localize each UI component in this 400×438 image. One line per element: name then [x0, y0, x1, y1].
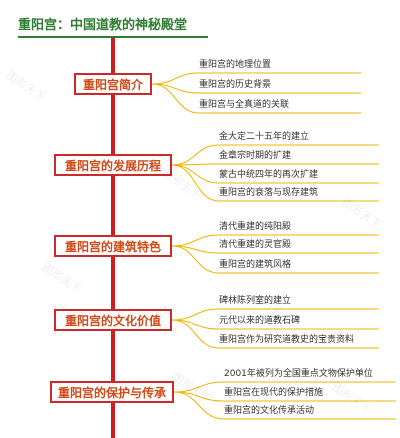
- connector-1-0: [171, 144, 379, 166]
- connector-0-2: [151, 83, 361, 114]
- branch-node-3[interactable]: 重阳宫的文化价值: [54, 309, 172, 331]
- connector-0-0: [151, 72, 361, 85]
- connector-3-2: [171, 319, 379, 349]
- connector-4-2: [173, 391, 396, 420]
- leaf-3-0[interactable]: 碑林陈列室的建立: [219, 296, 292, 306]
- branch-node-0[interactable]: 重阳宫简介: [74, 73, 152, 95]
- branch-node-2[interactable]: 重阳宫的建筑特色: [54, 235, 172, 257]
- leaf-0-1[interactable]: 重阳宫的历史背景: [199, 80, 272, 90]
- leaf-3-1[interactable]: 元代以来的道教石碑: [219, 316, 301, 326]
- leaf-1-1[interactable]: 金章宗时期的扩建: [219, 151, 292, 161]
- leaf-1-0[interactable]: 金大定二十五年的建立: [219, 132, 310, 142]
- branch-node-4[interactable]: 重阳宫的保护与传承: [50, 381, 174, 403]
- leaf-1-2[interactable]: 蒙古中统四年的再次扩建: [219, 170, 319, 180]
- connector-1-1: [171, 163, 379, 166]
- leaf-2-1[interactable]: 清代重建的灵官殿: [219, 240, 292, 250]
- leaf-0-0[interactable]: 重阳宫的地理位置: [199, 60, 272, 70]
- leaf-1-3[interactable]: 重阳宫的衰落与现存建筑: [219, 188, 319, 198]
- connector-1-2: [171, 164, 379, 184]
- connector-1-3: [171, 164, 379, 202]
- title-underline: [18, 36, 208, 38]
- connector-2-2: [171, 245, 379, 274]
- leaf-3-2[interactable]: 重阳宫作为研究道教史的宝贵资料: [219, 335, 355, 345]
- leaf-2-0[interactable]: 清代重建的纯阳殿: [219, 222, 292, 232]
- leaf-0-2[interactable]: 重阳宫与全真道的关联: [199, 100, 290, 110]
- leaf-4-0[interactable]: 2001年被列为全国重点文物保护单位: [224, 369, 373, 379]
- branch-node-1[interactable]: 重阳宫的发展历程: [54, 154, 172, 176]
- leaf-4-1[interactable]: 重阳宫在现代的保护措施: [224, 388, 324, 398]
- leaf-4-2[interactable]: 重阳宫的文化传承活动: [224, 406, 315, 416]
- connector-3-0: [171, 308, 379, 321]
- connector-0-1: [151, 83, 361, 94]
- connector-2-1: [171, 245, 379, 254]
- connector-4-0: [173, 381, 396, 393]
- connector-2-0: [171, 234, 379, 247]
- leaf-2-2[interactable]: 重阳宫的建筑风格: [219, 260, 292, 270]
- page-title: 重阳宫：中国道教的神秘殿堂: [18, 18, 188, 33]
